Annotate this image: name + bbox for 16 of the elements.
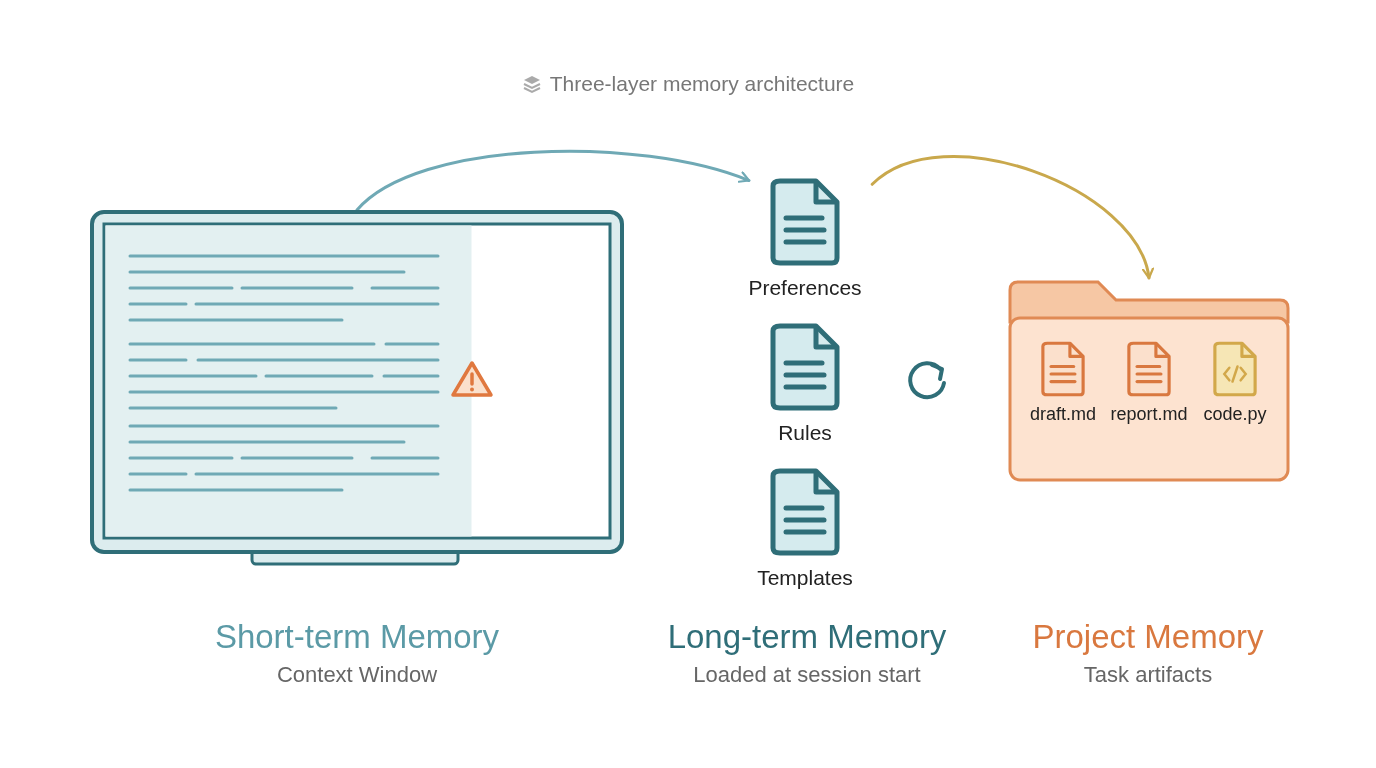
section-heading: Long-term Memory	[667, 618, 947, 656]
arrow	[870, 155, 1153, 280]
monitor-drawing	[90, 210, 624, 566]
section-subtitle: Context Window	[276, 662, 438, 688]
section-heading: Short-term Memory	[214, 618, 500, 656]
diagram-title: Three-layer memory architecture	[549, 72, 855, 96]
file-name: draft.md	[1030, 404, 1096, 425]
file-name: code.py	[1203, 404, 1267, 425]
section-subtitle: Task artifacts	[1083, 662, 1213, 688]
node-label: Templates	[757, 566, 853, 590]
arrow	[355, 149, 751, 212]
node-label: Rules	[778, 421, 832, 445]
section-subtitle: Loaded at session start	[693, 662, 921, 688]
section-heading: Project Memory	[1032, 618, 1264, 656]
file-name: report.md	[1110, 404, 1188, 425]
node-label: Preferences	[748, 276, 862, 300]
